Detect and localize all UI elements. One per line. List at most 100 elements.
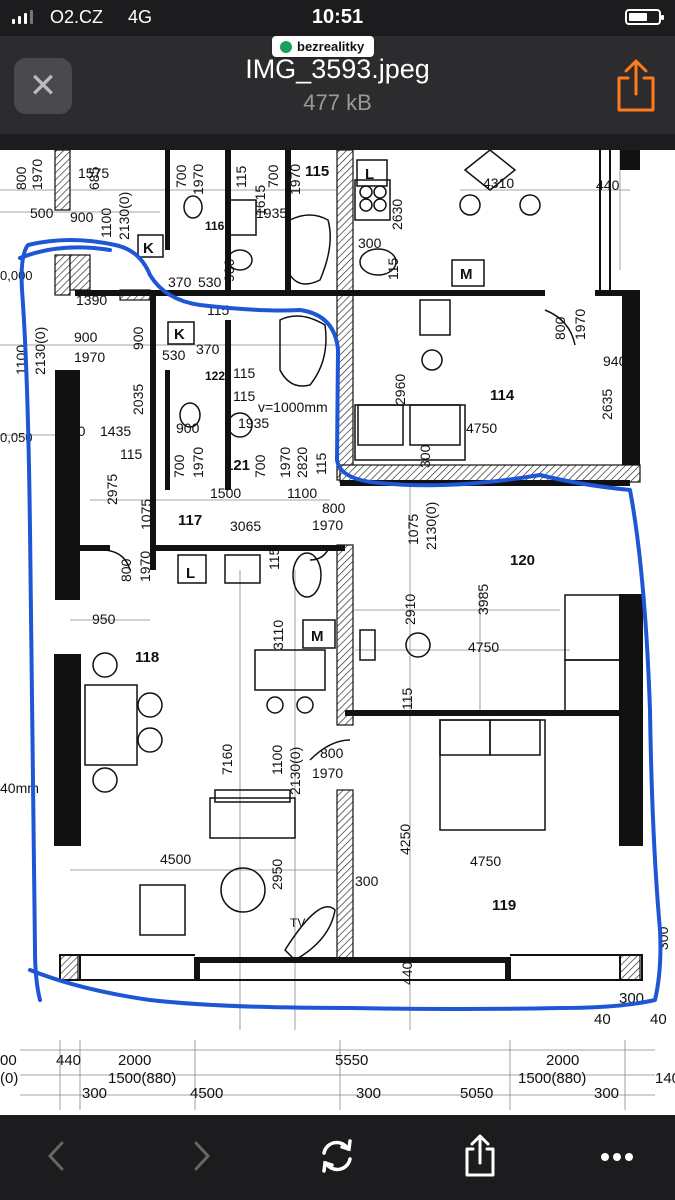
svg-text:2910: 2910 [402, 594, 418, 625]
refresh-button[interactable] [312, 1131, 362, 1181]
logo-icon [280, 40, 292, 53]
svg-text:1970: 1970 [137, 551, 153, 582]
close-icon: ✕ [28, 67, 58, 105]
svg-text:L: L [186, 565, 195, 582]
svg-text:1435: 1435 [100, 423, 131, 439]
svg-text:300: 300 [655, 926, 671, 950]
svg-text:2950: 2950 [269, 859, 285, 890]
share-toolbar-button[interactable] [455, 1131, 505, 1181]
svg-text:2130(0): 2130(0) [116, 192, 132, 240]
svg-text:115: 115 [233, 165, 249, 188]
battery-icon [625, 9, 664, 25]
svg-text:530: 530 [198, 274, 222, 290]
signal-icon [12, 10, 33, 24]
svg-text:440: 440 [56, 1052, 81, 1069]
svg-text:800: 800 [320, 745, 344, 761]
svg-text:0,000: 0,000 [0, 268, 33, 283]
carrier-label: O2.CZ [50, 7, 104, 27]
svg-text:v=1000mm: v=1000mm [258, 399, 328, 415]
svg-text:1970: 1970 [29, 159, 45, 190]
blue-markup [18, 238, 663, 1011]
refresh-icon [322, 1139, 352, 1173]
svg-text:K: K [174, 326, 185, 343]
svg-text:900: 900 [221, 258, 237, 282]
svg-text:300: 300 [82, 1085, 107, 1102]
svg-text:3985: 3985 [475, 584, 491, 615]
svg-text:7160: 7160 [219, 744, 235, 775]
svg-text:115: 115 [233, 388, 256, 404]
svg-text:700: 700 [252, 454, 268, 478]
svg-text:K: K [143, 240, 154, 257]
svg-text:2975: 2975 [104, 474, 120, 505]
svg-text:40mm: 40mm [0, 780, 39, 796]
svg-text:TV: TV [290, 916, 305, 930]
svg-text:1500(880): 1500(880) [518, 1070, 586, 1087]
svg-text:1075: 1075 [138, 499, 154, 530]
svg-text:900: 900 [74, 329, 98, 345]
svg-text:40: 40 [594, 1011, 611, 1028]
forward-button[interactable] [176, 1131, 226, 1181]
svg-text:3065: 3065 [230, 518, 261, 534]
svg-text:1970: 1970 [287, 164, 303, 195]
svg-text:440: 440 [399, 961, 415, 985]
svg-text:118: 118 [135, 649, 159, 666]
svg-text:1970: 1970 [74, 349, 105, 365]
svg-text:1970: 1970 [572, 309, 588, 340]
svg-text:115: 115 [313, 452, 329, 475]
svg-text:2000: 2000 [118, 1052, 151, 1069]
svg-text:115: 115 [399, 687, 415, 710]
svg-text:2630: 2630 [389, 199, 405, 230]
svg-text:M: M [311, 628, 324, 645]
svg-text:120: 120 [510, 552, 535, 569]
svg-text:2035: 2035 [130, 384, 146, 415]
svg-text:940: 940 [603, 353, 627, 369]
svg-text:40: 40 [650, 1011, 667, 1028]
svg-text:115: 115 [266, 547, 282, 570]
clock: 10:51 [311, 6, 364, 28]
svg-text:300: 300 [358, 235, 382, 251]
svg-text:1100: 1100 [98, 208, 114, 238]
svg-text:4500: 4500 [190, 1085, 223, 1102]
svg-text:4250: 4250 [397, 824, 413, 855]
svg-text:114: 114 [490, 387, 515, 404]
svg-text:685: 685 [86, 166, 102, 190]
svg-text:440: 440 [596, 177, 620, 193]
svg-text:119: 119 [492, 897, 516, 914]
more-button[interactable] [592, 1131, 642, 1181]
svg-text:4310: 4310 [483, 175, 514, 191]
close-button[interactable]: ✕ [14, 58, 72, 114]
bottom-toolbar [0, 1115, 675, 1200]
svg-text:115: 115 [120, 446, 143, 462]
svg-text:300: 300 [355, 873, 379, 889]
svg-text:1970: 1970 [312, 765, 343, 781]
svg-text:800: 800 [13, 166, 29, 190]
svg-text:1970: 1970 [190, 164, 206, 195]
svg-text:1500: 1500 [210, 485, 241, 501]
svg-text:4750: 4750 [466, 420, 497, 436]
svg-text:1100: 1100 [287, 485, 317, 501]
back-button[interactable] [32, 1131, 82, 1181]
svg-text:700: 700 [265, 164, 281, 188]
svg-text:700: 700 [171, 454, 187, 478]
share-button[interactable] [613, 58, 659, 114]
svg-text:00: 00 [0, 1052, 17, 1069]
svg-text:65: 65 [59, 389, 75, 405]
svg-text:M: M [460, 266, 473, 283]
svg-text:370: 370 [168, 274, 192, 290]
status-bar: O2.CZ 4G 10:51 [0, 0, 675, 36]
svg-text:440: 440 [62, 423, 86, 439]
svg-text:950: 950 [92, 611, 116, 627]
svg-text:800: 800 [322, 500, 346, 516]
svg-text:2635: 2635 [599, 389, 615, 420]
svg-text:115: 115 [385, 257, 401, 280]
svg-text:117: 117 [178, 512, 202, 529]
svg-text:115: 115 [305, 163, 329, 180]
svg-text:4500: 4500 [160, 851, 191, 867]
svg-text:2960: 2960 [392, 374, 408, 405]
svg-text:900: 900 [176, 420, 200, 436]
chevron-left-icon [47, 1141, 64, 1171]
svg-text:300: 300 [594, 1085, 619, 1102]
share-icon [617, 59, 655, 112]
